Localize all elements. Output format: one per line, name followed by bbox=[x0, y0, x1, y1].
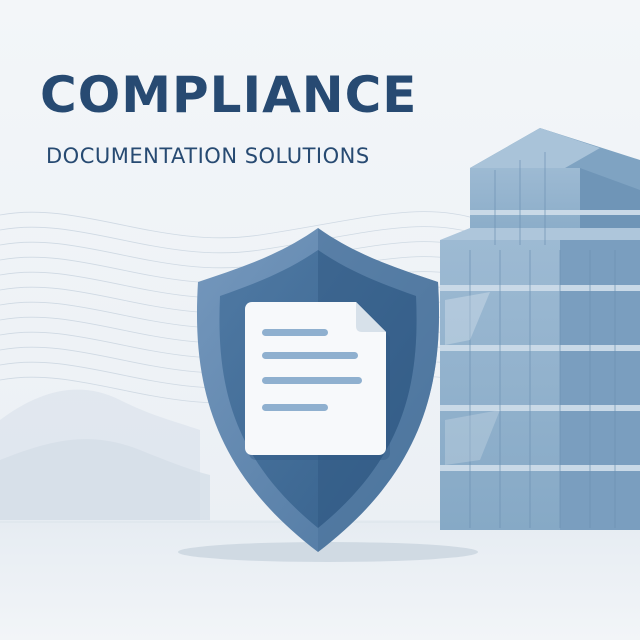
background-hills bbox=[0, 389, 210, 520]
shield-shadow bbox=[178, 542, 478, 562]
page-subtitle: DOCUMENTATION SOLUTIONS bbox=[46, 144, 370, 168]
page-title: COMPLIANCE bbox=[40, 66, 418, 124]
document-icon bbox=[245, 302, 390, 460]
building-icon bbox=[440, 128, 640, 530]
